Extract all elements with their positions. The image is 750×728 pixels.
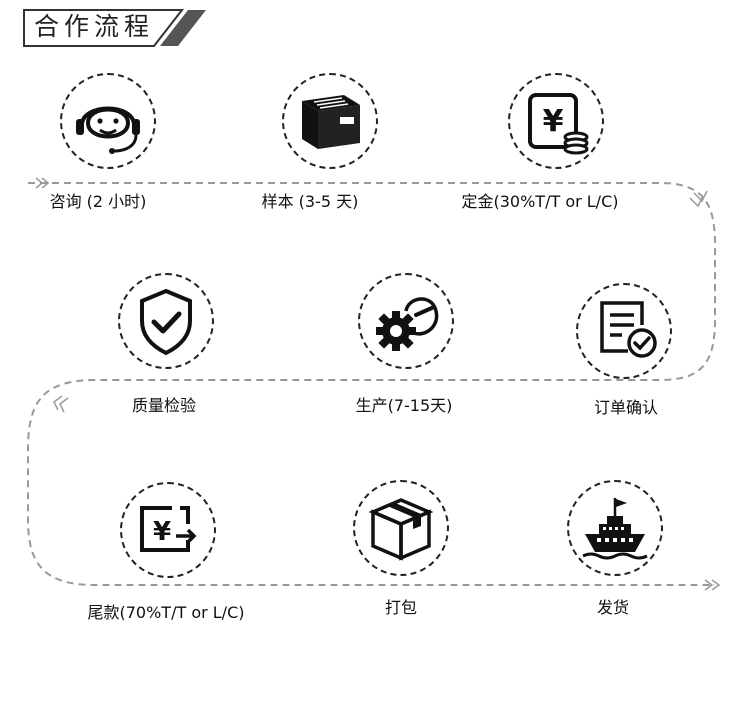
shield-check-icon — [140, 288, 192, 356]
yuan-coins-icon: ¥ — [528, 93, 589, 155]
balance-step-label: 尾款(70%T/T or L/C) — [87, 603, 245, 622]
consult-step-label: 咨询 (2 小时) — [49, 192, 147, 211]
sample-step-circle — [282, 73, 378, 169]
packing-step-label: 打包 — [384, 598, 417, 617]
arrow-start — [35, 177, 50, 189]
arrow-left-turn — [53, 395, 69, 413]
headset-smile-icon — [76, 106, 140, 154]
consult-step-circle — [60, 73, 156, 169]
inspection-step-circle — [118, 273, 214, 369]
yuan-transfer-icon: ¥ — [140, 506, 197, 552]
deposit-step-circle: ¥ — [508, 73, 604, 169]
inspection-step-label: 质量检验 — [131, 396, 196, 415]
order-confirm-step-circle — [576, 283, 672, 379]
arrow-end — [704, 579, 721, 591]
packing-step-circle — [353, 480, 449, 576]
production-step-label: 生产(7-15天) — [355, 396, 453, 415]
section-header: 合作流程 — [22, 8, 212, 48]
svg-text:¥: ¥ — [543, 104, 564, 139]
production-step-circle — [358, 273, 454, 369]
svg-text:¥: ¥ — [153, 517, 171, 547]
balance-step-circle: ¥ — [120, 482, 216, 578]
order-confirm-step-label: 订单确认 — [593, 398, 658, 417]
order-check-icon — [600, 301, 657, 358]
gear-gauge-icon — [376, 297, 439, 351]
page-title: 合作流程 — [34, 12, 155, 41]
sample-step-label: 样本 (3-5 天) — [261, 192, 359, 211]
shipping-step-circle — [567, 480, 663, 576]
header-frame — [23, 9, 206, 47]
package-icon — [368, 498, 434, 561]
shipping-step-label: 发货 — [596, 598, 629, 617]
ship-icon — [582, 498, 648, 560]
box-icon — [302, 95, 360, 149]
deposit-step-label: 定金(30%T/T or L/C) — [461, 192, 619, 211]
arrow-right-turn — [689, 190, 708, 208]
